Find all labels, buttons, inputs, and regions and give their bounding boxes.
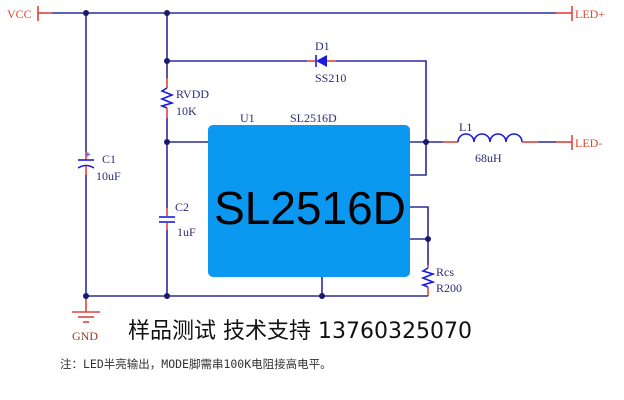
d1-diode-symbol [316, 55, 327, 67]
junction [319, 293, 325, 299]
l1-inductor [457, 133, 523, 143]
junction [423, 139, 429, 145]
rvdd-value: 10K [176, 104, 197, 118]
junction-dots [83, 10, 431, 299]
l1-ref: L1 [459, 120, 472, 134]
u1-ref: U1 [240, 111, 255, 125]
l1-value: 68uH [475, 151, 502, 165]
junction [83, 10, 89, 16]
rcs-ref: Rcs [436, 265, 454, 279]
rvdd-ref: RVDD [176, 87, 209, 101]
d1-value: SS210 [315, 71, 346, 85]
u1-chip [208, 125, 410, 277]
c2-ref: C2 [175, 200, 189, 214]
d1-ref: D1 [315, 39, 330, 53]
cs-wire [410, 206, 429, 265]
c1-plus-sign: + [85, 150, 91, 161]
vcc-label: VCC [7, 7, 32, 21]
rcs-resistor [420, 267, 436, 288]
rvdd-resistor [159, 87, 175, 109]
junction [164, 58, 170, 64]
note-text: 注：LED半亮输出，MODE脚需串100K电阻接高电平。 [60, 357, 332, 371]
junction [425, 236, 431, 242]
c2-value: 1uF [177, 225, 196, 239]
c1-plate-minus [77, 164, 95, 169]
sw-wire [336, 60, 427, 176]
support-text: 样品测试 技术支持 13760325070 [128, 319, 472, 344]
c1-value: 10uF [96, 169, 121, 183]
c1-ref: C1 [102, 152, 116, 166]
u1-value: SL2516D [290, 111, 337, 125]
u1-body-label: SL2516D [214, 182, 406, 234]
junction [164, 139, 170, 145]
led-minus-label: LED- [575, 136, 602, 150]
led-plus-label: LED+ [575, 7, 605, 21]
rcs-value: R200 [436, 281, 462, 295]
junction [164, 10, 170, 16]
gnd-label: GND [72, 329, 98, 343]
junction [164, 293, 170, 299]
junction [83, 293, 89, 299]
